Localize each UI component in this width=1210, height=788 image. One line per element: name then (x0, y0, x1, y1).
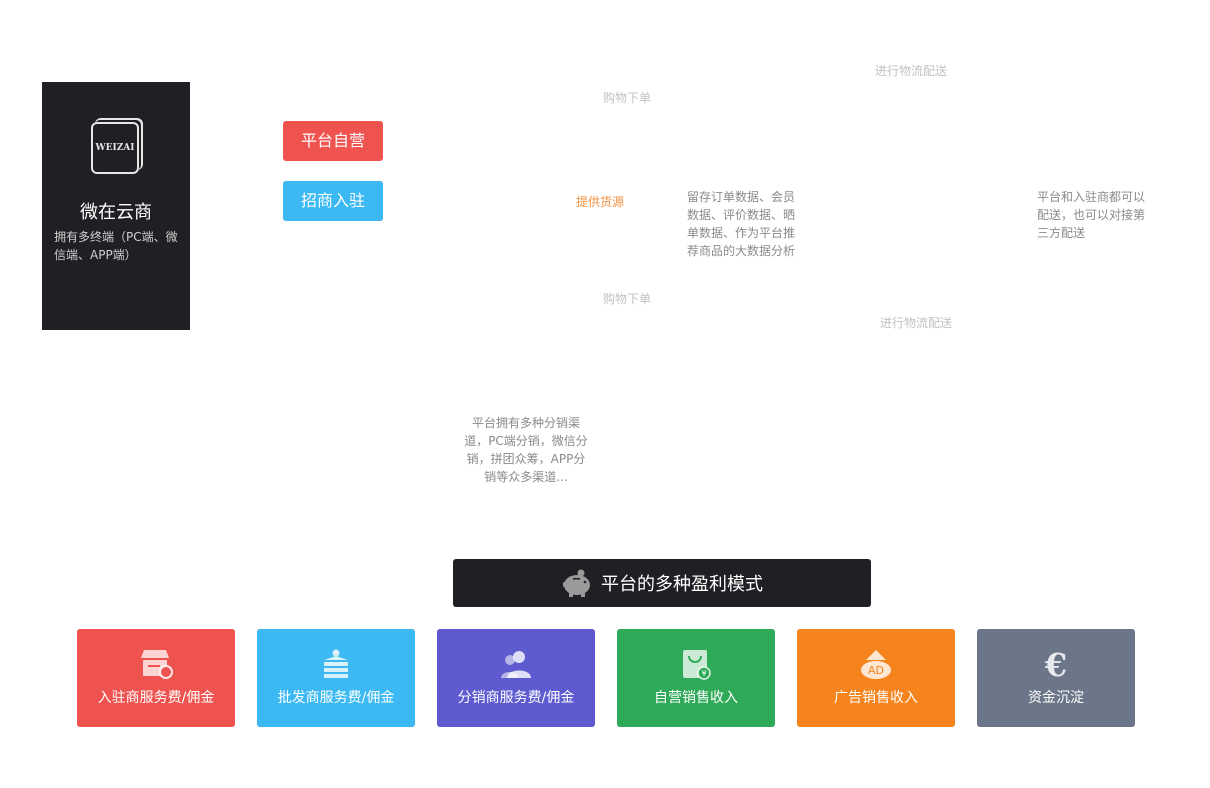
tile-self-sales: ¥ 自营销售收入 (617, 629, 775, 727)
bottom-order-label: 购物下单 (603, 292, 652, 306)
tile-wholesale-fee: 批发商服务费/佣金 (257, 629, 415, 727)
euro-icon: € (1044, 647, 1067, 681)
merchant-join-button[interactable]: 招商入驻 (283, 181, 383, 221)
self-operated-button[interactable]: 平台自营 (283, 121, 383, 161)
channels-note: 平台拥有多种分销渠道，PC端分销，微信分销，拼团众筹，APP分销等众多渠道... (464, 416, 588, 484)
bottom-logistics-label: 进行物流配送 (880, 316, 953, 330)
data-note: 留存订单数据、会员数据、评价数据、晒单数据、作为平台推荐商品的大数据分析 (687, 190, 796, 258)
tile-capital-deposit: € 资金沉淀 (977, 629, 1135, 727)
tile-label: 分销商服务费/佣金 (457, 690, 575, 706)
ad-icon: AD (861, 650, 891, 679)
tile-distributor-fee: 分销商服务费/佣金 (437, 629, 595, 727)
svg-text:AD: AD (868, 664, 884, 677)
wholesale-icon (324, 649, 348, 678)
store-icon (141, 650, 173, 679)
svg-text:¥: ¥ (701, 669, 706, 678)
profit-model-banner: 平台的多种盈利模式 (453, 559, 871, 607)
top-order-label: 购物下单 (603, 91, 652, 105)
tile-merchant-fee: 入驻商服务费/佣金 (77, 629, 235, 727)
svg-text:€: € (1044, 647, 1067, 681)
tile-label: 资金沉淀 (1028, 690, 1084, 706)
tile-ad-sales: AD 广告销售收入 (797, 629, 955, 727)
brand-logo: WEIZAI (91, 122, 139, 174)
brand-card: WEIZAI 微在云商 拥有多终端（PC端、微信端、APP端） (42, 82, 190, 330)
piggy-bank-icon (563, 569, 590, 597)
brand-name: 微在云商 (80, 202, 152, 223)
delivery-note: 平台和入驻商都可以配送，也可以对接第三方配送 (1037, 190, 1146, 240)
brand-description: 拥有多终端（PC端、微信端、APP端） (54, 230, 178, 262)
shopping-bag-icon: ¥ (683, 650, 711, 680)
tile-label: 广告销售收入 (834, 690, 918, 706)
supply-label: 提供货源 (576, 195, 625, 209)
tile-label: 自营销售收入 (654, 690, 738, 706)
distributor-icon (501, 651, 531, 678)
tile-label: 入驻商服务费/佣金 (97, 690, 215, 706)
tile-label: 批发商服务费/佣金 (277, 690, 395, 706)
top-logistics-label: 进行物流配送 (875, 64, 948, 78)
banner-title: 平台的多种盈利模式 (601, 574, 763, 595)
